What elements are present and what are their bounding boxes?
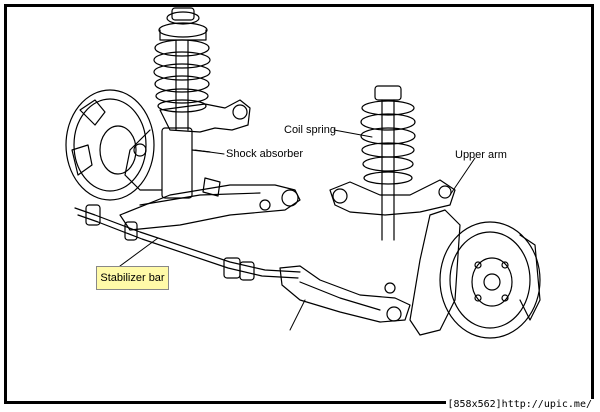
label-upper-arm: Upper arm xyxy=(455,149,507,161)
label-stabilizer-bar-text: Stabilizer bar xyxy=(100,272,165,284)
right-upper-arm xyxy=(329,179,456,216)
label-shock-absorber: Shock absorber xyxy=(226,148,304,160)
leader-lines xyxy=(119,129,476,331)
right-brake-disc xyxy=(409,209,541,339)
label-coil-spring: Coil spring xyxy=(284,124,336,136)
left-lower-arm xyxy=(119,177,301,231)
left-brake-disc xyxy=(65,89,155,201)
right-lower-arm xyxy=(279,265,411,323)
right-coil-spring xyxy=(360,85,416,241)
left-coil-spring xyxy=(153,7,211,131)
stabilizer-bar xyxy=(74,204,301,281)
left-shock-absorber xyxy=(124,99,251,199)
image-footer-watermark: [858x562]http://upic.me/ xyxy=(445,399,594,410)
label-stabilizer-bar: Stabilizer bar xyxy=(96,266,169,290)
